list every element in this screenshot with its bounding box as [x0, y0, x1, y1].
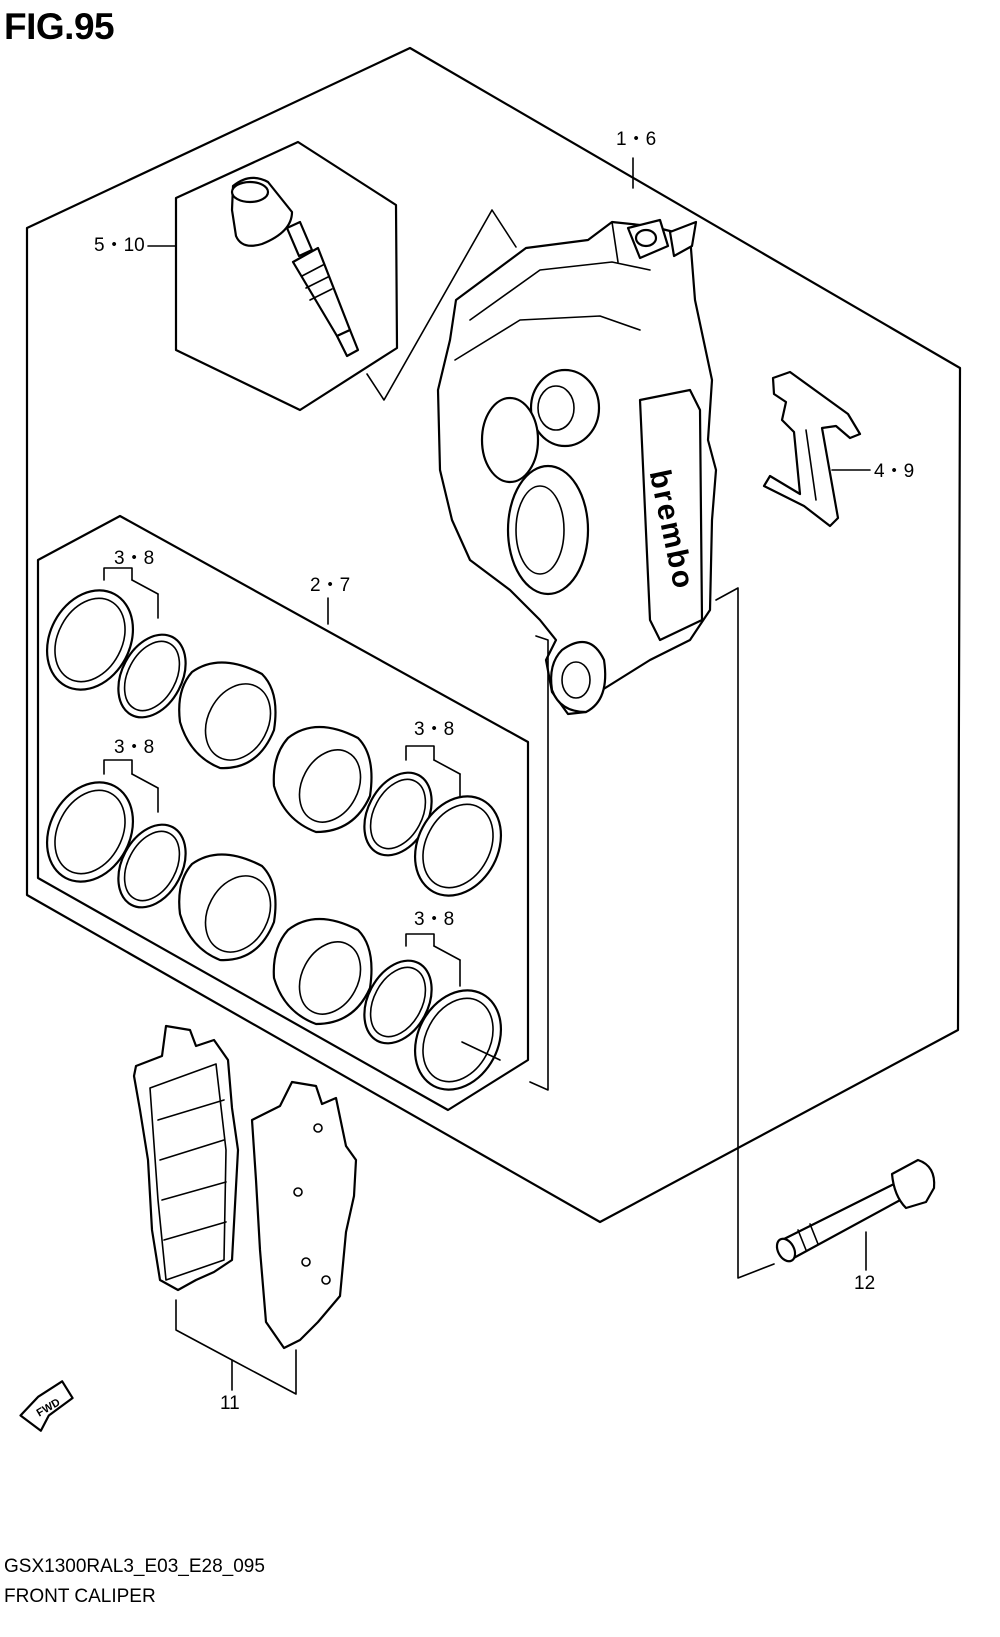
seal-ring-part — [45, 589, 135, 691]
seal-ring-part — [117, 633, 187, 719]
seal-ring-part — [413, 795, 503, 897]
callout-seal-set-b: 3・8 — [114, 737, 155, 758]
callout-pad-set: 11 — [220, 1393, 240, 1414]
bleeder-group-outline — [174, 140, 399, 412]
brake-pad-right-part — [250, 1080, 358, 1350]
callout-seal-set-d: 3・8 — [414, 909, 455, 930]
piston-part — [272, 726, 373, 834]
mounting-bolt-part — [775, 1158, 936, 1263]
seal-ring-part — [117, 823, 187, 909]
callout-caliper-assy: 1・6 — [616, 129, 657, 150]
piston-connector-tail — [461, 1041, 501, 1061]
caliper-body-part — [436, 218, 718, 716]
fwd-arrow-icon — [19, 1380, 74, 1432]
figure-code: GSX1300RAL3_E03_E28_095 — [4, 1556, 265, 1577]
callout-pad-spring: 4・9 — [874, 461, 915, 482]
piston-part — [178, 853, 277, 962]
callout-seal-set-c: 3・8 — [414, 719, 455, 740]
seal-ring-part — [413, 989, 503, 1091]
callout-bleeder-set: 5・10 — [94, 235, 145, 256]
callout-seal-set-a: 3・8 — [114, 548, 155, 569]
piston-part — [178, 661, 277, 770]
seal-ring-part — [363, 959, 433, 1045]
caliper-assembly-outline — [25, 46, 962, 1224]
bolt-leader-path — [715, 587, 775, 1279]
callout-mounting-bolt: 12 — [854, 1273, 876, 1294]
pad-spring-part — [762, 370, 871, 528]
callout-piston-set: 2・7 — [310, 575, 351, 596]
piston-part — [272, 918, 373, 1026]
seal-bracket-a — [103, 567, 159, 619]
piston-group-outline — [36, 514, 530, 1112]
brake-pad-left-part — [132, 1024, 240, 1292]
figure-caption: FRONT CALIPER — [4, 1586, 156, 1607]
seal-bracket-c — [405, 745, 461, 801]
bleeder-screw-part — [285, 220, 360, 358]
piston-connector-line — [529, 635, 549, 1091]
figure-title: FIG.95 — [4, 6, 115, 47]
bleeder-cap-part — [230, 176, 294, 247]
seal-bracket-b — [103, 759, 159, 813]
bleeder-extension-line — [366, 209, 517, 401]
seal-bracket-d — [405, 933, 461, 987]
